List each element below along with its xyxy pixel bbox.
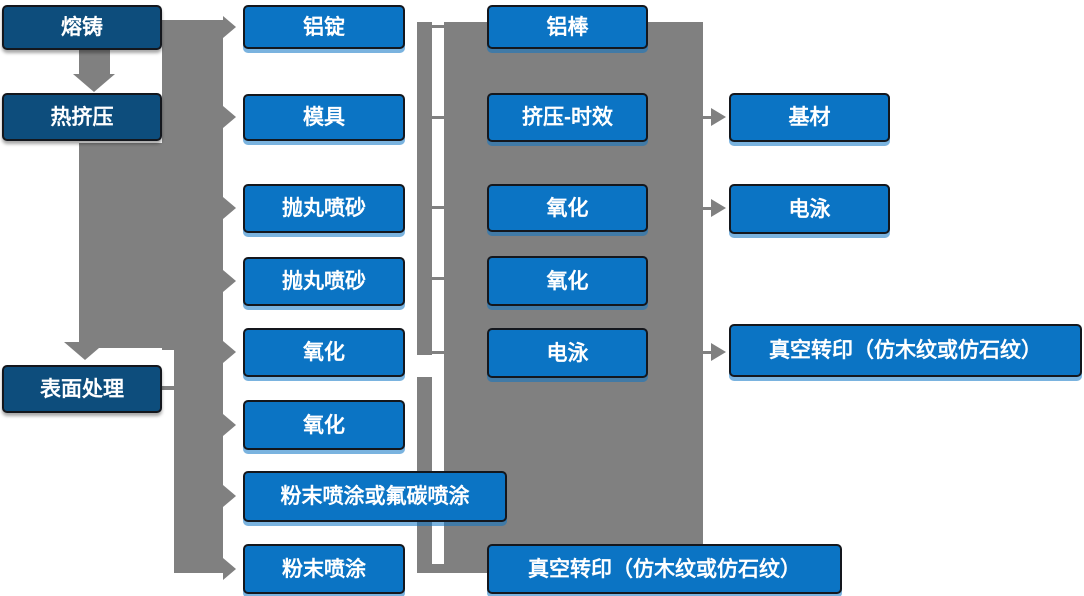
surface-treatment-link-connector [160, 386, 180, 390]
node-label: 粉末喷涂或氟碳喷涂 [280, 485, 470, 508]
node-label: 氧化 [546, 196, 589, 220]
arrow-to-aluminium-ingot-icon [223, 16, 236, 38]
node-label: 电泳 [788, 197, 831, 221]
node-label: 抛丸喷砂 [282, 197, 366, 220]
mid-merge-block-connector [79, 143, 223, 348]
stem-electrophoresis-connector [702, 207, 712, 210]
node-label: 粉末喷涂 [282, 557, 366, 581]
arrow-to-powder-or-fluorocarbon-icon [223, 485, 236, 507]
node-mould: 模具 [243, 94, 405, 141]
node-shot-blast-sandblast-1: 抛丸喷砂 [243, 184, 405, 233]
arrow-to-electrophoresis-2-icon [711, 199, 726, 217]
bottom-bridge-connector [430, 564, 490, 573]
node-hot-extrusion: 热挤压 [2, 93, 162, 141]
node-label: 熔铸 [61, 16, 103, 39]
bridge-row-5-connector [429, 351, 447, 354]
node-label: 电泳 [546, 341, 589, 365]
arrow-to-surface-treatment-icon [64, 342, 106, 360]
arrow-to-shot-blast-2-icon [223, 270, 236, 292]
node-electrophoresis-1: 电泳 [487, 328, 648, 378]
arrow-to-vacuum-transfer-right-icon [711, 343, 726, 361]
node-aluminium-ingot: 铝锭 [243, 5, 405, 49]
node-label: 氧化 [303, 341, 345, 364]
stem-vacuum-transfer-connector [702, 351, 712, 354]
arrow-to-oxidation-1-icon [223, 341, 236, 363]
node-label: 氧化 [303, 413, 345, 437]
melt-down-shaft-connector [79, 50, 110, 76]
trunk-lower-connector [174, 348, 223, 573]
node-label: 模具 [303, 106, 345, 129]
node-powder-or-fluorocarbon: 粉末喷涂或氟碳喷涂 [243, 471, 507, 522]
arrow-to-hot-extrusion-icon [73, 74, 115, 92]
node-vacuum-transfer-bottom: 真空转印（仿木纹或仿石纹） [487, 544, 842, 594]
arrow-to-powder-coating-icon [223, 558, 236, 580]
node-label: 基材 [788, 106, 831, 129]
collector-bar-upper-connector [417, 22, 432, 355]
node-powder-coating: 粉末喷涂 [243, 544, 405, 594]
node-oxidation-4: 氧化 [487, 256, 648, 306]
node-label: 铝棒 [546, 15, 589, 39]
bridge-row-1-connector [429, 25, 447, 28]
node-label: 热挤压 [50, 105, 114, 129]
node-label: 真空转印（仿木纹或仿石纹） [528, 557, 801, 581]
node-oxidation-3: 氧化 [487, 184, 648, 232]
node-base-material: 基材 [729, 93, 890, 142]
node-melting-casting: 熔铸 [2, 5, 162, 50]
arrow-to-base-material-icon [711, 108, 726, 126]
node-surface-treatment: 表面处理 [2, 365, 162, 413]
bridge-row-4-connector [429, 277, 447, 280]
arrow-to-shot-blast-1-icon [223, 197, 236, 219]
node-aluminium-rod: 铝棒 [487, 5, 648, 49]
bridge-row-3-connector [429, 206, 447, 209]
node-label: 挤压-时效 [522, 106, 613, 129]
node-label: 铝锭 [303, 15, 345, 39]
bridge-row-2-connector [429, 116, 447, 119]
node-oxidation-2: 氧化 [243, 400, 405, 450]
stem-base-material-connector [702, 116, 712, 119]
node-oxidation-1: 氧化 [243, 328, 405, 377]
node-label: 表面处理 [40, 377, 124, 401]
arrow-to-oxidation-2-icon [223, 414, 236, 436]
node-electrophoresis-2: 电泳 [729, 184, 890, 234]
node-shot-blast-sandblast-2: 抛丸喷砂 [243, 257, 405, 306]
node-extrusion-aging: 挤压-时效 [487, 93, 648, 142]
arrow-to-mould-icon [223, 106, 236, 128]
node-label: 氧化 [546, 269, 589, 293]
node-label: 真空转印（仿木纹或仿石纹） [769, 339, 1042, 362]
node-vacuum-transfer-right: 真空转印（仿木纹或仿石纹） [729, 324, 1082, 377]
node-label: 抛丸喷砂 [282, 270, 366, 293]
